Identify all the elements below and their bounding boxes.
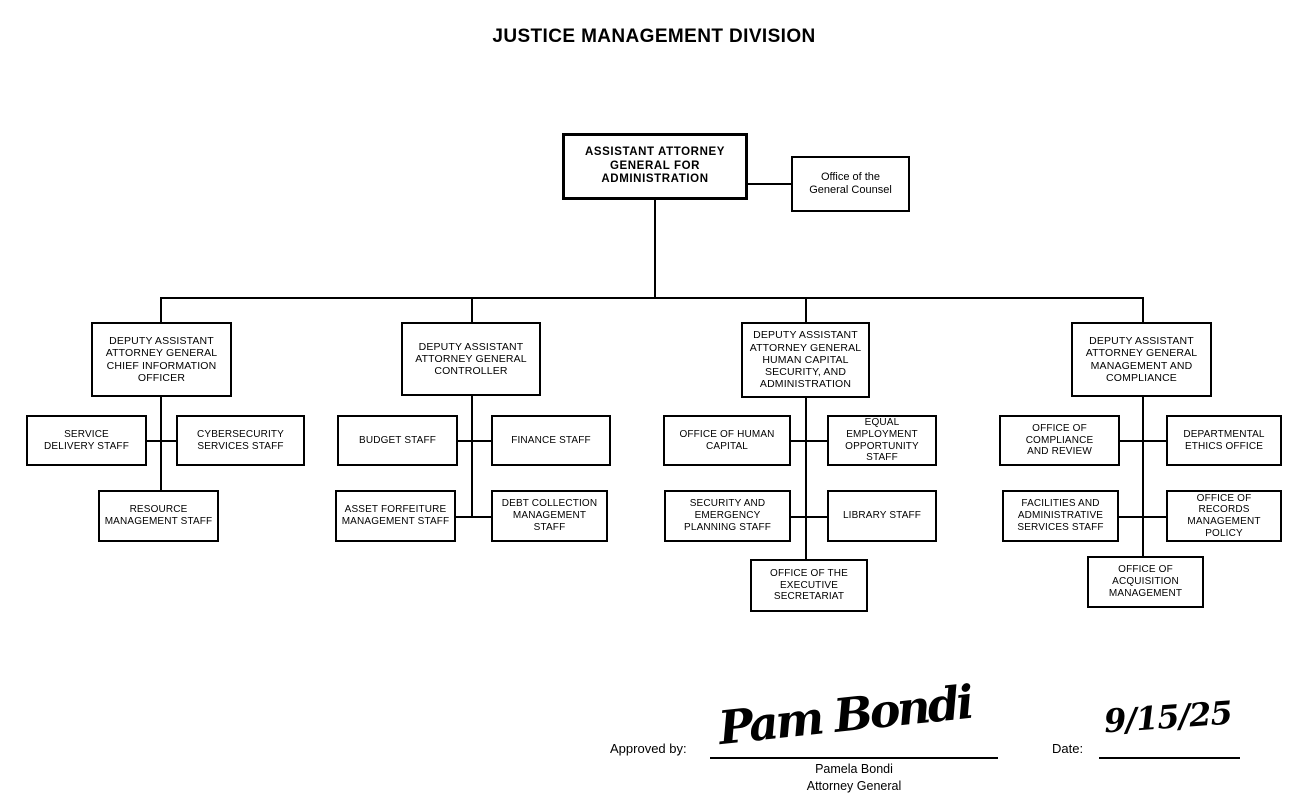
connector-col1-spine	[160, 397, 162, 493]
connector-col3-spine	[805, 397, 807, 560]
date-label: Date:	[1052, 741, 1084, 756]
connector-col2-row2-left-arm	[456, 516, 472, 518]
node-label: LIBRARY STAFF	[842, 510, 922, 522]
connector-deputy-bus	[160, 297, 1143, 299]
connector-col3-row2-left-arm	[791, 516, 806, 518]
connector-col4-row1-left-arm	[1120, 440, 1143, 442]
node-office-of-the-general-counsel[interactable]: Office of the General Counsel	[791, 156, 910, 212]
date-handwritten-value: 9/15/25	[1102, 693, 1233, 741]
node-label: RESOURCE MANAGEMENT STAFF	[104, 504, 213, 527]
node-label: DEBT COLLECTION MANAGEMENT STAFF	[501, 498, 598, 533]
node-label: OFFICE OF HUMAN CAPITAL	[679, 428, 775, 452]
node-label: FINANCE STAFF	[511, 434, 591, 446]
signer-name: Pamela Bondi	[815, 762, 893, 776]
node-label: BUDGET STAFF	[359, 434, 436, 446]
node-label: DEPUTY ASSISTANT ATTORNEY GENERAL MANAGE…	[1085, 334, 1198, 384]
connector-col2-row2-right-arm	[471, 516, 491, 518]
connector-col4-drop	[1142, 297, 1144, 323]
node-departmental-ethics-office[interactable]: DEPARTMENTAL ETHICS OFFICE	[1166, 415, 1282, 466]
node-assistant-attorney-general-for-administration[interactable]: ASSISTANT ATTORNEY GENERAL FOR ADMINISTR…	[562, 133, 748, 200]
signature-rule	[710, 757, 998, 759]
node-office-of-the-executive-secretariat[interactable]: OFFICE OF THE EXECUTIVE SECRETARIAT	[750, 559, 868, 612]
connector-col3-drop	[805, 297, 807, 323]
connector-col4-row2-right-arm	[1142, 516, 1166, 518]
node-label: OFFICE OF THE EXECUTIVE SECRETARIAT	[770, 567, 848, 603]
node-debt-collection-management-staff[interactable]: DEBT COLLECTION MANAGEMENT STAFF	[491, 490, 608, 542]
connector-col1-row1-right-arm	[160, 440, 176, 442]
node-label: DEPUTY ASSISTANT ATTORNEY GENERAL CONTRO…	[415, 340, 527, 378]
node-label: CYBERSECURITY SERVICES STAFF	[197, 428, 284, 452]
node-office-of-acquisition-management[interactable]: OFFICE OF ACQUISITION MANAGEMENT	[1087, 556, 1204, 608]
connector-col4-spine	[1142, 397, 1144, 557]
connector-col3-row1-left-arm	[791, 440, 806, 442]
node-asset-forfeiture-management-staff[interactable]: ASSET FORFEITURE MANAGEMENT STAFF	[335, 490, 456, 542]
node-office-of-compliance-and-review[interactable]: OFFICE OF COMPLIANCE AND REVIEW	[999, 415, 1120, 466]
date-rule	[1099, 757, 1240, 759]
signature-mark: Pam Bondi	[715, 674, 974, 756]
node-label: ASSISTANT ATTORNEY GENERAL FOR ADMINISTR…	[584, 146, 726, 186]
connector-root-to-general-counsel	[748, 183, 791, 185]
node-label: SERVICE DELIVERY STAFF	[44, 428, 129, 452]
node-office-of-records-management-policy[interactable]: OFFICE OF RECORDS MANAGEMENT POLICY	[1166, 490, 1282, 542]
node-label: DEPUTY ASSISTANT ATTORNEY GENERAL CHIEF …	[105, 334, 218, 384]
page-title: JUSTICE MANAGEMENT DIVISION	[492, 26, 816, 47]
connector-col2-spine	[471, 396, 473, 518]
node-label: FACILITIES AND ADMINISTRATIVE SERVICES S…	[1017, 498, 1104, 533]
node-label: OFFICE OF COMPLIANCE AND REVIEW	[1025, 422, 1094, 458]
connector-col2-row1-left-arm	[458, 440, 472, 442]
connector-col1-row1-left-arm	[147, 440, 161, 442]
node-facilities-and-administrative-services-staff[interactable]: FACILITIES AND ADMINISTRATIVE SERVICES S…	[1002, 490, 1119, 542]
node-service-delivery-staff[interactable]: SERVICE DELIVERY STAFF	[26, 415, 147, 466]
connector-col2-row1-right-arm	[471, 440, 491, 442]
connector-col3-row1-right-arm	[805, 440, 827, 442]
node-label: OFFICE OF RECORDS MANAGEMENT POLICY	[1187, 492, 1261, 539]
connector-col4-row2-left-arm	[1119, 516, 1143, 518]
node-label: OFFICE OF ACQUISITION MANAGEMENT	[1108, 564, 1183, 599]
node-office-of-human-capital[interactable]: OFFICE OF HUMAN CAPITAL	[663, 415, 791, 466]
node-budget-staff[interactable]: BUDGET STAFF	[337, 415, 458, 466]
node-label: DEPUTY ASSISTANT ATTORNEY GENERAL HUMAN …	[749, 329, 862, 391]
connector-col2-drop	[471, 297, 473, 323]
connector-col4-row1-right-arm	[1142, 440, 1166, 442]
node-deputy-controller[interactable]: DEPUTY ASSISTANT ATTORNEY GENERAL CONTRO…	[401, 322, 541, 396]
node-finance-staff[interactable]: FINANCE STAFF	[491, 415, 611, 466]
node-cybersecurity-services-staff[interactable]: CYBERSECURITY SERVICES STAFF	[176, 415, 305, 466]
node-deputy-chief-information-officer[interactable]: DEPUTY ASSISTANT ATTORNEY GENERAL CHIEF …	[91, 322, 232, 397]
node-label: ASSET FORFEITURE MANAGEMENT STAFF	[341, 504, 450, 527]
node-equal-employment-opportunity-staff[interactable]: EQUAL EMPLOYMENT OPPORTUNITY STAFF	[827, 415, 937, 466]
node-label: Office of the General Counsel	[809, 171, 892, 196]
node-deputy-management-and-compliance[interactable]: DEPUTY ASSISTANT ATTORNEY GENERAL MANAGE…	[1071, 322, 1212, 397]
node-label: EQUAL EMPLOYMENT OPPORTUNITY STAFF	[845, 417, 919, 464]
node-deputy-human-capital-security-and-administration[interactable]: DEPUTY ASSISTANT ATTORNEY GENERAL HUMAN …	[741, 322, 870, 398]
signer-title: Attorney General	[806, 779, 902, 793]
connector-col1-drop	[160, 297, 162, 323]
approved-by-label: Approved by:	[610, 741, 687, 756]
node-library-staff[interactable]: LIBRARY STAFF	[827, 490, 937, 542]
connector-col3-row2-right-arm	[805, 516, 827, 518]
connector-root-drop	[654, 200, 656, 298]
node-label: DEPARTMENTAL ETHICS OFFICE	[1183, 428, 1265, 452]
node-security-and-emergency-planning-staff[interactable]: SECURITY AND EMERGENCY PLANNING STAFF	[664, 490, 791, 542]
node-resource-management-staff[interactable]: RESOURCE MANAGEMENT STAFF	[98, 490, 219, 542]
node-label: SECURITY AND EMERGENCY PLANNING STAFF	[684, 498, 771, 533]
